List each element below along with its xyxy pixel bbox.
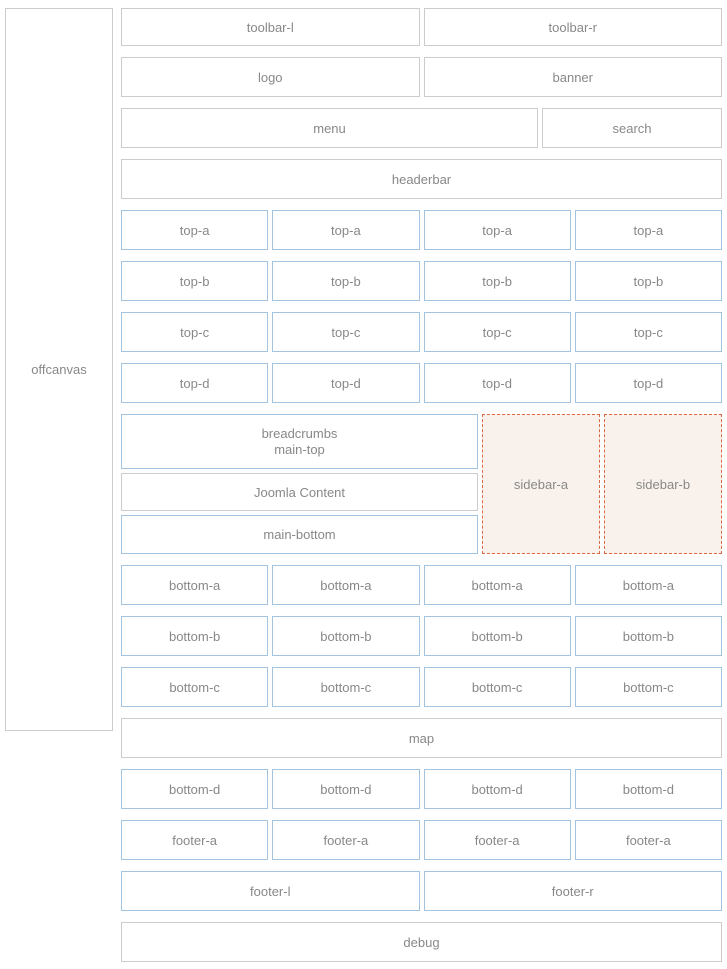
brand-row: logo banner (121, 57, 722, 97)
footer-a-row: footer-a footer-a footer-a footer-a (121, 820, 722, 860)
position-top-c: top-c (272, 312, 420, 352)
position-footer-a: footer-a (272, 820, 420, 860)
position-top-c: top-c (423, 312, 571, 352)
position-footer-r: footer-r (423, 871, 722, 911)
position-top-b: top-b (272, 261, 420, 301)
position-bottom-c: bottom-c (574, 667, 722, 707)
position-top-b: top-b (423, 261, 571, 301)
position-footer-a: footer-a (121, 820, 269, 860)
position-main-bottom: main-bottom (121, 515, 478, 554)
position-sidebar-b: sidebar-b (604, 414, 722, 554)
position-top-b: top-b (574, 261, 722, 301)
position-debug: debug (121, 922, 722, 962)
position-headerbar: headerbar (121, 159, 722, 199)
top-c-row: top-c top-c top-c top-c (121, 312, 722, 352)
position-sidebar-a: sidebar-a (482, 414, 600, 554)
main-column: breadcrumbs main-top Joomla Content main… (121, 414, 478, 554)
position-search: search (542, 108, 722, 148)
position-bottom-b: bottom-b (574, 616, 722, 656)
position-bottom-b: bottom-b (423, 616, 571, 656)
bottom-a-row: bottom-a bottom-a bottom-a bottom-a (121, 565, 722, 605)
position-footer-a: footer-a (423, 820, 571, 860)
position-label: main-top (274, 441, 325, 457)
position-top-c: top-c (574, 312, 722, 352)
position-bottom-d: bottom-d (121, 769, 269, 809)
position-joomla-content: Joomla Content (121, 473, 478, 511)
bottom-c-row: bottom-c bottom-c bottom-c bottom-c (121, 667, 722, 707)
position-breadcrumbs-main-top: breadcrumbs main-top (121, 414, 478, 469)
main-row: breadcrumbs main-top Joomla Content main… (121, 414, 722, 554)
position-toolbar-r: toolbar-r (423, 8, 722, 46)
debug-row: debug (121, 922, 722, 962)
top-b-row: top-b top-b top-b top-b (121, 261, 722, 301)
position-label: breadcrumbs (261, 425, 338, 441)
position-bottom-a: bottom-a (121, 565, 269, 605)
top-a-row: top-a top-a top-a top-a (121, 210, 722, 250)
headerbar-row: headerbar (121, 159, 722, 199)
position-bottom-c: bottom-c (272, 667, 420, 707)
toolbar-row: toolbar-l toolbar-r (121, 8, 722, 46)
footer-lr-row: footer-l footer-r (121, 871, 722, 911)
position-top-a: top-a (574, 210, 722, 250)
position-top-d: top-d (423, 363, 571, 403)
position-bottom-d: bottom-d (423, 769, 571, 809)
position-offcanvas: offcanvas (5, 8, 113, 731)
position-label: offcanvas (31, 362, 87, 377)
position-bottom-d: bottom-d (272, 769, 420, 809)
position-footer-l: footer-l (121, 871, 420, 911)
position-footer-a: footer-a (574, 820, 722, 860)
position-top-a: top-a (423, 210, 571, 250)
map-row: map (121, 718, 722, 758)
bottom-b-row: bottom-b bottom-b bottom-b bottom-b (121, 616, 722, 656)
position-bottom-a: bottom-a (423, 565, 571, 605)
position-banner: banner (423, 57, 722, 97)
position-bottom-b: bottom-b (121, 616, 269, 656)
position-top-d: top-d (121, 363, 269, 403)
position-bottom-c: bottom-c (423, 667, 571, 707)
position-toolbar-l: toolbar-l (121, 8, 420, 46)
position-bottom-b: bottom-b (272, 616, 420, 656)
position-bottom-a: bottom-a (574, 565, 722, 605)
position-logo: logo (121, 57, 420, 97)
positions-grid: toolbar-l toolbar-r logo banner menu sea… (121, 8, 722, 962)
position-bottom-d: bottom-d (574, 769, 722, 809)
position-bottom-a: bottom-a (272, 565, 420, 605)
position-top-a: top-a (121, 210, 269, 250)
nav-row: menu search (121, 108, 722, 148)
position-top-d: top-d (574, 363, 722, 403)
position-menu: menu (121, 108, 538, 148)
bottom-d-row: bottom-d bottom-d bottom-d bottom-d (121, 769, 722, 809)
position-top-b: top-b (121, 261, 269, 301)
top-d-row: top-d top-d top-d top-d (121, 363, 722, 403)
position-top-a: top-a (272, 210, 420, 250)
position-top-d: top-d (272, 363, 420, 403)
position-map: map (121, 718, 722, 758)
position-bottom-c: bottom-c (121, 667, 269, 707)
position-top-c: top-c (121, 312, 269, 352)
